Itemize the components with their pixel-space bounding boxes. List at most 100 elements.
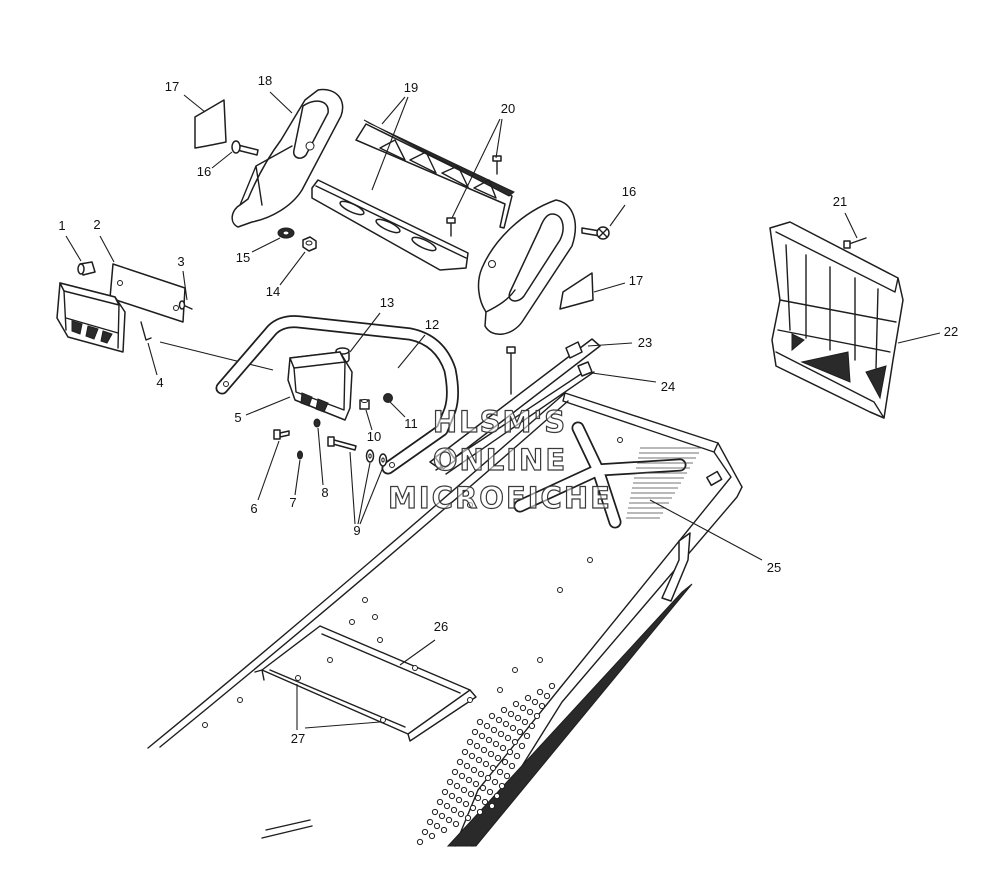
- callout-number: 16: [622, 184, 636, 199]
- perforation-hole: [486, 788, 494, 796]
- perforation-hole: [471, 728, 479, 736]
- perforation-hole: [504, 734, 512, 742]
- perforation-hole: [470, 766, 478, 774]
- perforation-hole: [495, 716, 503, 724]
- screw: [492, 155, 502, 175]
- perforation-hole: [431, 808, 439, 816]
- leader-line: [593, 282, 626, 293]
- deck-hole: [349, 619, 355, 625]
- callout-number: 8: [321, 485, 328, 500]
- perforation-hole: [465, 776, 473, 784]
- perforation-hole: [450, 806, 458, 814]
- leader-line: [245, 396, 291, 416]
- perforation-hole: [514, 714, 522, 722]
- bracket-hole: [488, 260, 496, 268]
- callout-number: 2: [93, 217, 100, 232]
- leader-line: [65, 235, 82, 262]
- perforation-hole: [519, 704, 527, 712]
- tunnel-deck-left-edge: [147, 392, 743, 749]
- perforation-hole: [460, 786, 468, 794]
- watermark-line: ONLINE: [433, 443, 567, 477]
- rail-upper: [355, 119, 515, 229]
- bolt-head: [231, 140, 241, 154]
- bumper-tube-face: [217, 316, 458, 473]
- perforation-hole: [469, 804, 477, 812]
- callout-number: 18: [258, 73, 272, 88]
- leader-line: [182, 270, 188, 301]
- deck-hole: [295, 675, 301, 681]
- perforation-hole: [448, 792, 456, 800]
- nut: [359, 399, 370, 410]
- x-brace-arm-face: [515, 423, 685, 527]
- perforation-hole: [446, 778, 454, 786]
- leader-line: [389, 401, 406, 418]
- tail-light: [287, 351, 353, 421]
- perforation-hole: [479, 784, 487, 792]
- leader-line: [251, 237, 281, 253]
- nut-body: [383, 393, 393, 403]
- deck-hole: [237, 697, 243, 703]
- washer-hole: [368, 453, 372, 459]
- flap-slot: [865, 365, 887, 400]
- deck-holes: [202, 437, 623, 728]
- rod-fitting: [577, 361, 593, 377]
- callouts: 17 18 19 20 16 15 14 16 17 1 2 3 4 13 12…: [58, 73, 958, 746]
- tail-light-stripe: [300, 392, 313, 407]
- perforation-hole: [467, 790, 475, 798]
- callout-number: 27: [291, 731, 305, 746]
- perforation-hole: [523, 732, 531, 740]
- perforation-hole: [497, 730, 505, 738]
- leader-line: [365, 409, 373, 431]
- nut-hole: [361, 399, 368, 403]
- callout-number: 22: [944, 324, 958, 339]
- housing-stripe: [71, 320, 83, 335]
- housing-face: [63, 290, 120, 349]
- bumper-hole: [223, 381, 229, 387]
- deck-hole: [467, 502, 473, 508]
- lens-hole: [173, 305, 179, 311]
- perforation-hole: [443, 802, 451, 810]
- bumper-bracket-right: [477, 199, 577, 335]
- leader-lines: [65, 91, 941, 730]
- perforation-hole: [485, 736, 493, 744]
- perforation-hole: [492, 740, 500, 748]
- perforation-hole: [428, 832, 436, 840]
- perforation-hole: [499, 744, 507, 752]
- deck-hatching: [626, 447, 702, 519]
- perforation-hole: [521, 718, 529, 726]
- washer-hole: [381, 457, 385, 463]
- tail-light-housing: [56, 282, 126, 353]
- leader-line: [349, 312, 381, 353]
- rail-slot: [339, 200, 365, 216]
- deck-hole: [377, 637, 383, 643]
- perforated-panel: [416, 682, 556, 846]
- leader-line: [279, 251, 306, 286]
- perforation-hole: [528, 722, 536, 730]
- callout-number: 7: [289, 495, 296, 510]
- callout-number: 14: [266, 284, 280, 299]
- perforation-hole: [445, 816, 453, 824]
- decal-left: [194, 99, 227, 149]
- bumper-loop: [215, 315, 459, 475]
- leader-line: [649, 499, 763, 561]
- perforation-hole: [511, 738, 519, 746]
- washer: [313, 418, 321, 428]
- nut: [302, 236, 317, 252]
- leader-line: [294, 459, 301, 496]
- housing-stripe: [85, 325, 99, 340]
- perforation-hole: [487, 750, 495, 758]
- perforation-hole: [491, 778, 499, 786]
- pin: [140, 321, 152, 341]
- perforation-hole: [490, 726, 498, 734]
- perforation-hole: [463, 762, 471, 770]
- perforation-hole: [436, 798, 444, 806]
- bolt-shaft: [279, 430, 290, 438]
- perforation-hole: [416, 838, 424, 846]
- tunnel-rear-lip: [562, 392, 719, 453]
- callout-number: 10: [367, 429, 381, 444]
- perforation-hole: [548, 682, 556, 690]
- screw: [506, 346, 516, 395]
- deck-hole: [362, 597, 368, 603]
- perforation-hole: [441, 788, 449, 796]
